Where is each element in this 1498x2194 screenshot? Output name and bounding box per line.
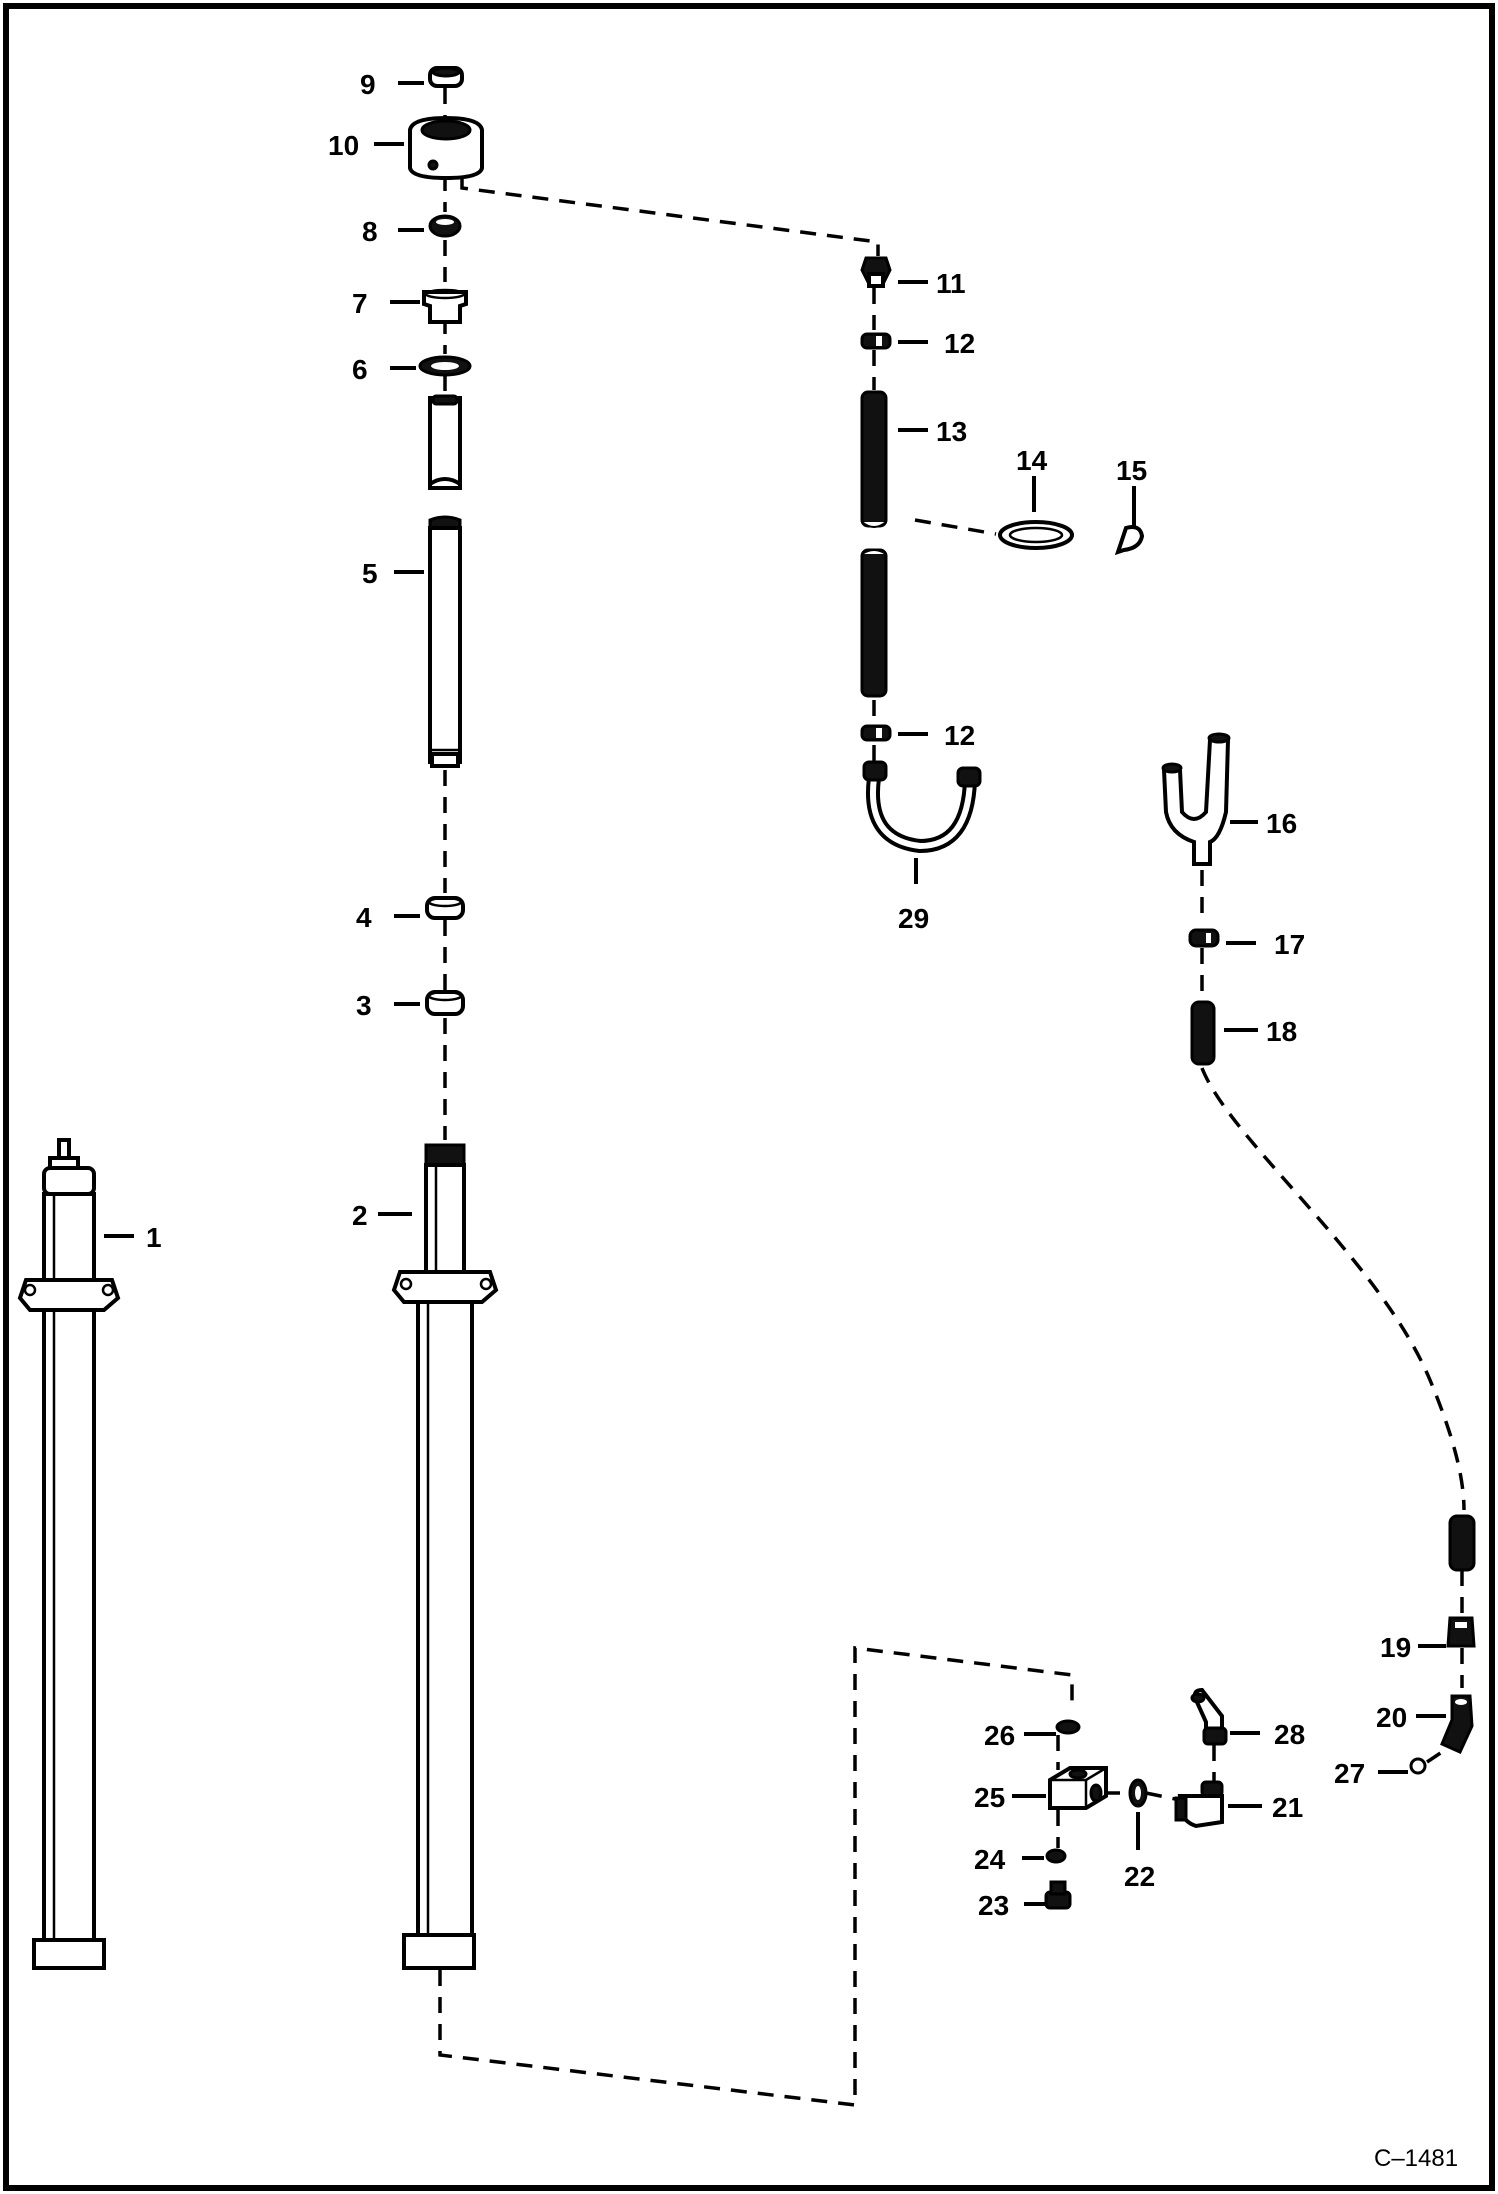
callout-21: 21 <box>1272 1792 1303 1823</box>
part-7-bushing <box>422 288 468 324</box>
part-10-gland-head <box>408 115 484 181</box>
callout-27: 27 <box>1334 1758 1365 1789</box>
part-13-hose <box>860 390 888 698</box>
callout-18: 18 <box>1266 1016 1297 1047</box>
part-18-hose-lower-end <box>1448 1514 1476 1572</box>
callout-8: 8 <box>362 216 378 247</box>
part-5-piston-rod <box>428 394 462 768</box>
part-9-wiper <box>428 66 464 88</box>
part-8-seal <box>428 214 462 238</box>
callout-17: 17 <box>1274 929 1305 960</box>
callout-labels: 9 10 8 7 6 5 4 3 2 1 11 12 13 14 15 12 2… <box>146 69 1411 1921</box>
callout-7: 7 <box>352 288 368 319</box>
callout-2: 2 <box>352 1200 368 1231</box>
leader-lines <box>104 81 1446 1906</box>
part-21-elbow <box>1174 1780 1224 1829</box>
part-18-hose <box>1190 1000 1216 1066</box>
part-2-cylinder-body <box>391 1143 499 1970</box>
part-23-bolt <box>1044 1880 1072 1910</box>
callout-24: 24 <box>974 1844 1006 1875</box>
part-6-o-ring <box>418 355 472 377</box>
callout-13: 13 <box>936 416 967 447</box>
callout-26: 26 <box>984 1720 1015 1751</box>
callout-11: 11 <box>936 268 966 299</box>
callout-29: 29 <box>898 903 929 934</box>
part-11-fitting <box>860 256 892 288</box>
part-29-u-tube <box>862 760 982 854</box>
drawing-border <box>3 3 1495 2191</box>
part-17-clamp <box>1188 928 1220 948</box>
part-20-elbow <box>1440 1694 1474 1754</box>
part-22-o-ring <box>1128 1778 1148 1808</box>
part-28-elbow-fitting <box>1190 1687 1228 1746</box>
part-19-fitting <box>1446 1616 1476 1648</box>
part-15-clip <box>1114 525 1145 556</box>
callout-12-upper: 12 <box>944 328 975 359</box>
part-27-o-ring <box>1409 1750 1443 1775</box>
part-16-y-fitting <box>1161 732 1231 866</box>
part-14-ring <box>998 520 1074 550</box>
callout-23: 23 <box>978 1890 1009 1921</box>
callout-3: 3 <box>356 990 372 1021</box>
part-12-clamp-upper <box>860 332 892 350</box>
part-12-clamp-lower <box>860 724 892 742</box>
callout-28: 28 <box>1274 1719 1305 1750</box>
callout-5: 5 <box>362 558 378 589</box>
part-24-washer <box>1045 1848 1067 1864</box>
callout-10: 10 <box>328 130 359 161</box>
part-4-ring <box>425 896 465 920</box>
part-25-block <box>1048 1766 1108 1810</box>
callout-4: 4 <box>356 902 372 933</box>
callout-19: 19 <box>1380 1632 1411 1663</box>
callout-9: 9 <box>360 69 376 100</box>
part-3-ring <box>425 990 465 1016</box>
callout-20: 20 <box>1376 1702 1407 1733</box>
callout-1: 1 <box>146 1222 162 1253</box>
part-26-o-ring <box>1055 1719 1081 1735</box>
callout-6: 6 <box>352 354 368 385</box>
assembly-lines <box>438 88 1466 2107</box>
part-1-cylinder-assembly <box>17 1138 121 1970</box>
callout-15: 15 <box>1116 455 1147 486</box>
drawing-code: C–1481 <box>1374 2145 1458 2172</box>
callout-14: 14 <box>1016 445 1048 476</box>
callout-12-lower: 12 <box>944 720 975 751</box>
callout-16: 16 <box>1266 808 1297 839</box>
callout-22: 22 <box>1124 1861 1155 1892</box>
callout-25: 25 <box>974 1782 1005 1813</box>
